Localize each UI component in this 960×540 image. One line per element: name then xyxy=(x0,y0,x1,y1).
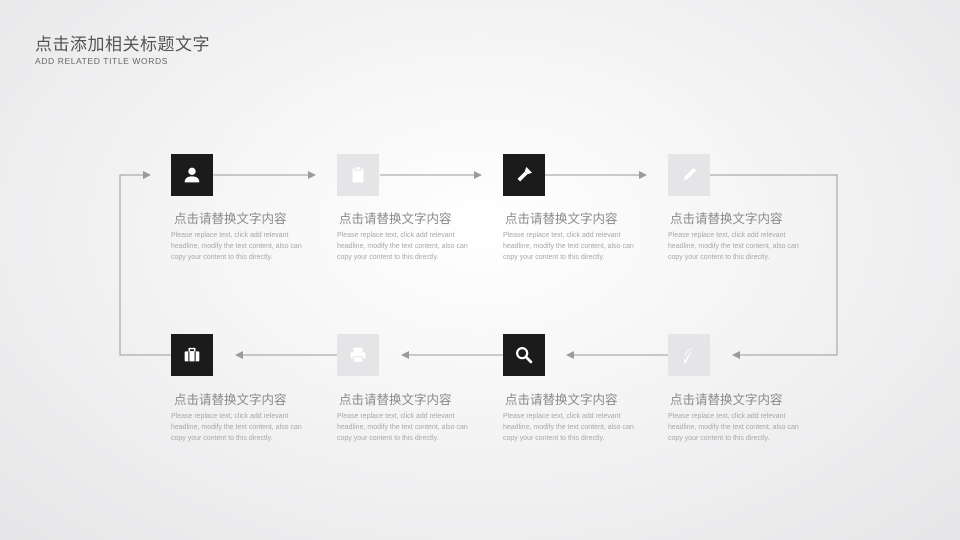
step-4-caption: 点击请替换文字内容 xyxy=(670,212,783,226)
user-icon xyxy=(184,167,200,183)
connector-5-1 xyxy=(119,171,171,356)
feather-icon xyxy=(683,347,695,364)
step-4-description: Please replace text, click add relevant … xyxy=(668,232,799,261)
step-1-description: Please replace text, click add relevant … xyxy=(171,232,302,261)
page-title: 点击添加相关标题文字 xyxy=(35,35,210,54)
step-8-box xyxy=(668,334,710,376)
step-7-box xyxy=(503,334,545,376)
step-5-description: Please replace text, click add relevant … xyxy=(171,413,302,442)
pencil-icon xyxy=(683,167,697,181)
step-6-caption: 点击请替换文字内容 xyxy=(339,393,452,407)
step-1-box xyxy=(171,154,213,196)
clipboard-icon xyxy=(352,166,364,183)
step-2-caption: 点击请替换文字内容 xyxy=(339,212,452,226)
step-5-box xyxy=(171,334,213,376)
flashlight-icon xyxy=(517,166,533,182)
step-8-description: Please replace text, click add relevant … xyxy=(668,413,799,442)
step-4-box xyxy=(668,154,710,196)
step-8-caption: 点击请替换文字内容 xyxy=(670,393,783,407)
step-2-description: Please replace text, click add relevant … xyxy=(337,232,468,261)
briefcase-icon xyxy=(184,347,200,362)
step-3-caption: 点击请替换文字内容 xyxy=(505,212,618,226)
step-3-box xyxy=(503,154,545,196)
step-3-description: Please replace text, click add relevant … xyxy=(503,232,634,261)
page-subtitle: ADD RELATED TITLE WORDS xyxy=(35,56,168,66)
step-6-description: Please replace text, click add relevant … xyxy=(337,413,468,442)
step-2-box xyxy=(337,154,379,196)
step-6-box xyxy=(337,334,379,376)
step-7-description: Please replace text, click add relevant … xyxy=(503,413,634,442)
search-icon xyxy=(516,347,533,364)
step-5-caption: 点击请替换文字内容 xyxy=(174,393,287,407)
step-1-caption: 点击请替换文字内容 xyxy=(174,212,287,226)
printer-icon xyxy=(350,347,366,363)
connector-4-8 xyxy=(710,174,838,359)
step-7-caption: 点击请替换文字内容 xyxy=(505,393,618,407)
